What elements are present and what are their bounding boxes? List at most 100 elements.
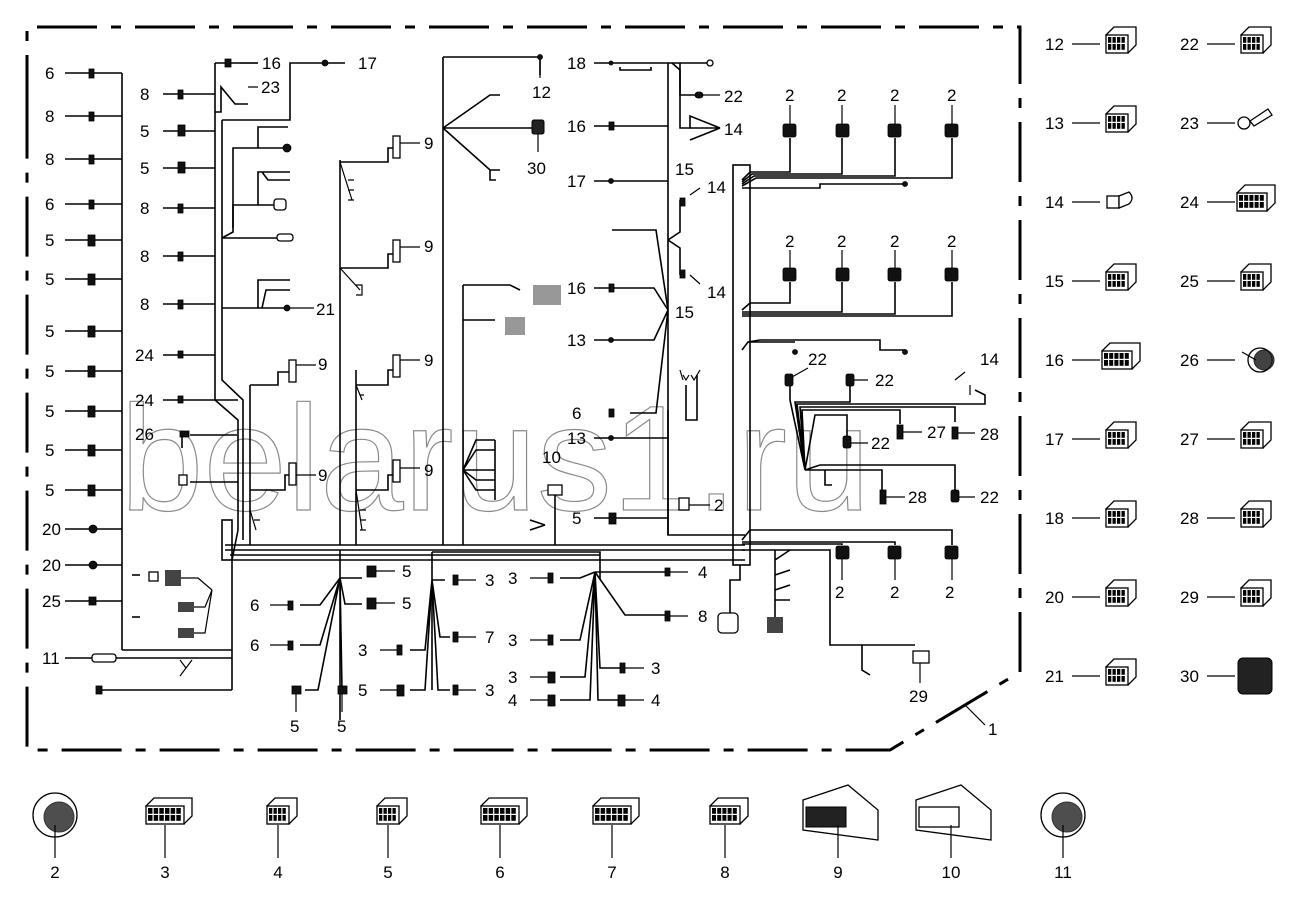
bullet-terminal-icon [1106, 191, 1133, 209]
label-17: 17 [567, 172, 586, 191]
label-2: 2 [785, 86, 794, 105]
bottom-connectors [270, 565, 688, 712]
right-bundle [717, 138, 953, 676]
inline-connector-icon [1240, 421, 1272, 449]
label-14: 14 [707, 283, 726, 302]
label-16: 16 [567, 279, 586, 298]
legend-item-18: 18 [1045, 500, 1137, 528]
label-11: 11 [42, 649, 60, 668]
label-7: 7 [485, 628, 494, 647]
label-15: 15 [675, 303, 694, 322]
label-5: 5 [402, 562, 411, 581]
legend-number: 12 [1045, 35, 1064, 54]
connector-16pin-icon [479, 797, 528, 825]
legend-item-25: 25 [1180, 263, 1272, 291]
label-3: 3 [485, 681, 494, 700]
legend-number: 8 [720, 863, 729, 882]
label-17: 17 [358, 54, 377, 73]
central-column [442, 54, 561, 545]
legend-number: 18 [1045, 509, 1064, 528]
label-2: 2 [945, 583, 954, 602]
label-2: 2 [835, 583, 844, 602]
sensor-cluster [784, 367, 986, 505]
small-connector-icon [376, 797, 408, 825]
round-socket-icon [1040, 792, 1086, 838]
harness-boundary [25, 25, 1022, 752]
label-23: 23 [261, 78, 280, 97]
legend-number: 16 [1045, 351, 1064, 370]
connector-4pin-icon [1105, 500, 1137, 528]
legend-item-30: 30 [1180, 657, 1273, 695]
legend-number: 6 [495, 863, 504, 882]
connector-2pin-icon [1105, 263, 1137, 291]
label-8: 8 [140, 295, 149, 314]
ring-terminal-icon [1237, 108, 1273, 130]
label-9: 9 [424, 237, 433, 256]
legend-number: 30 [1180, 667, 1199, 686]
label-28: 28 [908, 488, 927, 507]
label-8: 8 [140, 247, 149, 266]
label-5: 5 [45, 441, 54, 460]
label-26: 26 [135, 425, 154, 444]
legend-number: 10 [942, 863, 961, 882]
legend-item-5: 5 [376, 797, 408, 882]
legend-item-23: 23 [1180, 108, 1273, 133]
legend-item-2: 2 [32, 792, 78, 882]
label-4: 4 [651, 691, 660, 710]
legend-item-26: 26 [1180, 347, 1275, 373]
legend-number: 29 [1180, 588, 1199, 607]
left-loop-devices [132, 570, 213, 677]
label-8: 8 [45, 150, 54, 169]
label-5: 5 [45, 402, 54, 421]
legend-number: 26 [1180, 351, 1199, 370]
callout-1: 1 [988, 720, 997, 739]
center-right-column [529, 59, 745, 545]
connector-10pin-icon [1100, 342, 1141, 370]
label-3: 3 [485, 571, 494, 590]
label-8: 4 [698, 563, 707, 582]
legend-number: 25 [1180, 272, 1199, 291]
label-6: 6 [572, 404, 581, 423]
label-9: 9 [424, 134, 433, 153]
label-4: 4 [508, 691, 517, 710]
label-2: 2 [785, 232, 794, 251]
legend-item-29: 29 [1180, 579, 1272, 607]
label-6: 6 [250, 596, 259, 615]
legend-number: 11 [1054, 863, 1072, 882]
label-22: 22 [871, 434, 890, 453]
label-15: 15 [675, 160, 694, 179]
legend-item-15: 15 [1045, 263, 1137, 291]
label-13: 13 [567, 331, 586, 350]
label-12: 12 [532, 83, 551, 102]
label-5: 5 [358, 681, 367, 700]
label-21: 21 [316, 300, 335, 319]
label-2: 2 [890, 86, 899, 105]
legend-item-11: 11 [1040, 792, 1086, 882]
label-2: 2 [890, 232, 899, 251]
label-2: 2 [890, 583, 899, 602]
label-24: 24 [135, 391, 154, 410]
legend-number: 3 [160, 863, 169, 882]
circular-connector-icon [32, 792, 78, 838]
legend-item-7: 7 [591, 797, 640, 882]
label-24: 24 [135, 346, 154, 365]
connector-12pin-icon [1235, 184, 1276, 212]
legend-item-13: 13 [1045, 105, 1137, 133]
left-connectors [87, 68, 117, 695]
label-2: 2 [947, 86, 956, 105]
label-28: 28 [980, 425, 999, 444]
label-8: 8 [45, 107, 54, 126]
connector-8pin-icon [1105, 105, 1137, 133]
label-5: 5 [290, 717, 299, 736]
label-5: 5 [572, 509, 581, 528]
legend-item-9: 9 [802, 784, 879, 882]
label-9: 9 [318, 466, 327, 485]
label-9: 9 [424, 351, 433, 370]
legend-item-17: 17 [1045, 421, 1137, 449]
label-6: 6 [250, 636, 259, 655]
label-5: 5 [45, 270, 54, 289]
legend-item-4: 4 [266, 797, 298, 882]
sealed-connector-icon [1240, 500, 1272, 528]
legend-number: 20 [1045, 588, 1064, 607]
